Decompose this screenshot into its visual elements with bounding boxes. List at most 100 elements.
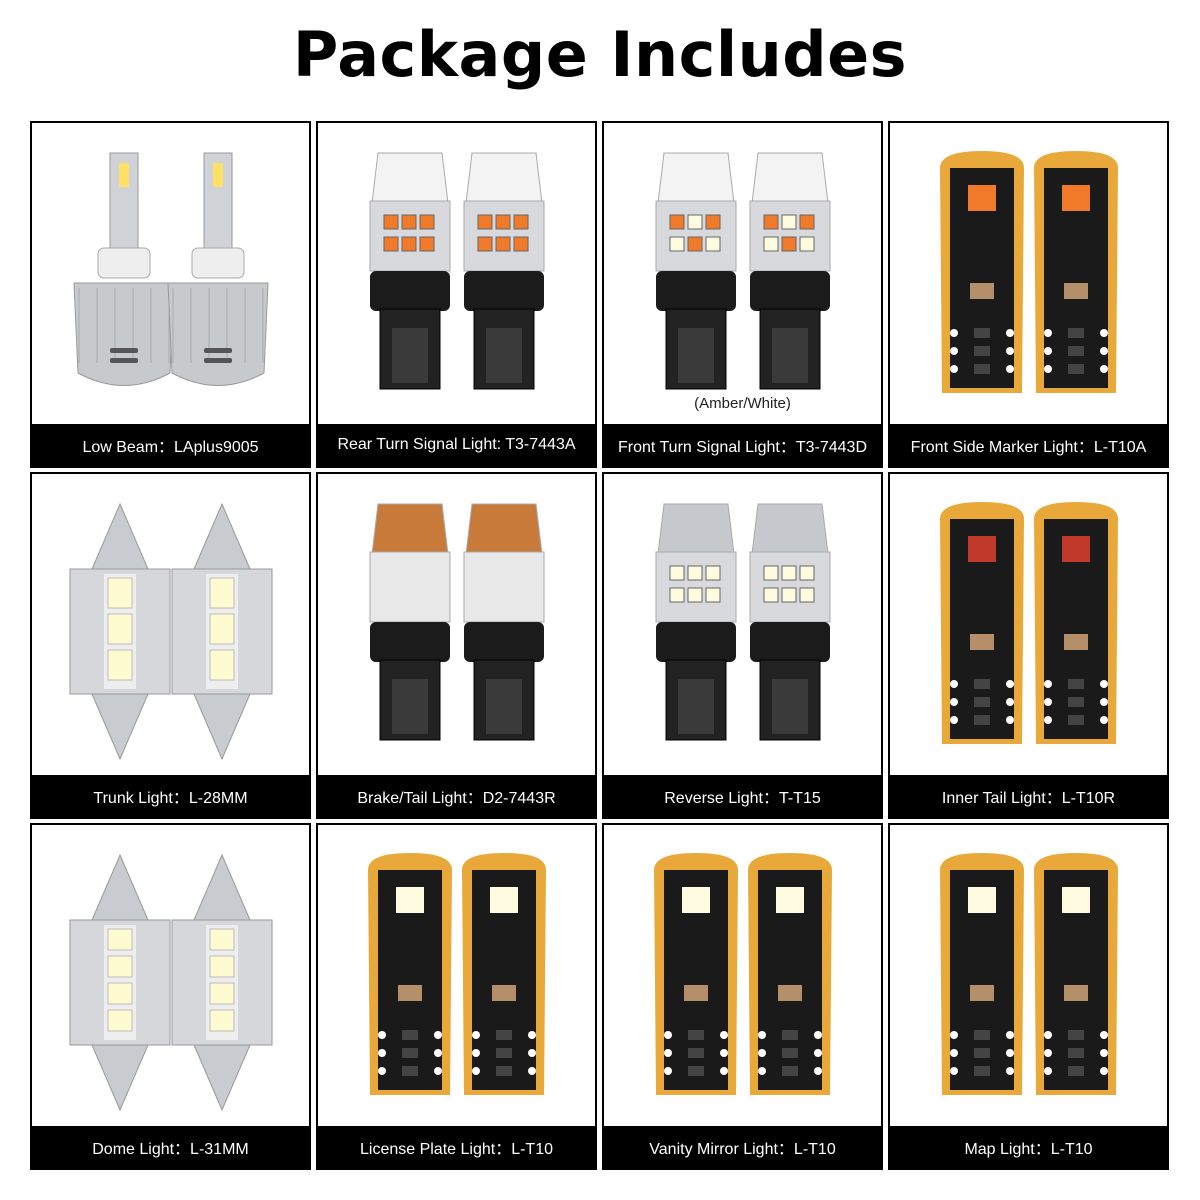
pad	[950, 329, 958, 337]
pad	[1006, 1049, 1014, 1057]
bulb-top	[465, 152, 543, 204]
bulb-body	[369, 551, 451, 623]
led-chip	[209, 1009, 235, 1032]
pad	[1044, 680, 1052, 688]
resistor	[688, 1048, 704, 1058]
item-label: Inner Tail Light：L-T10R	[890, 775, 1167, 817]
bulb-top	[751, 503, 829, 555]
wedge-slot	[678, 679, 714, 734]
t10-bulb-amber-part	[940, 151, 1024, 393]
item-label: Dome Light：L-31MM	[32, 1126, 309, 1168]
pad	[1006, 680, 1014, 688]
page-title: Package Includes	[292, 18, 908, 91]
pad	[720, 1031, 728, 1039]
led-chip	[763, 236, 779, 252]
led-chip	[705, 214, 721, 230]
resistor	[402, 1030, 418, 1040]
bulb-pair	[69, 853, 273, 1112]
package-item: Front Side Marker Light：L-T10A	[888, 121, 1169, 468]
led-chip	[119, 163, 129, 187]
led-chip	[781, 587, 797, 603]
bulb-top	[371, 152, 449, 204]
package-item: Low Beam：LAplus9005	[30, 121, 311, 468]
pad	[664, 1031, 672, 1039]
t10-bulb-white-part	[462, 853, 546, 1095]
bulb-pair	[73, 152, 269, 386]
led-chip	[781, 565, 797, 581]
wedge-slot	[392, 679, 428, 734]
led-chip	[687, 214, 703, 230]
cap-top	[91, 502, 149, 570]
resistor	[496, 1048, 512, 1058]
pad	[950, 698, 958, 706]
wedge-slot	[486, 328, 522, 383]
headlight-bulb-part	[73, 152, 175, 386]
t10-bulb-amber-image	[940, 151, 1118, 393]
wedge-bulb-dual-image	[655, 152, 831, 390]
base	[656, 271, 736, 311]
wedge-slot	[678, 328, 714, 383]
pad	[758, 1067, 766, 1075]
led-chip	[705, 565, 721, 581]
package-item: License Plate Light：L-T10	[316, 823, 597, 1170]
bulb-pair	[940, 853, 1118, 1095]
t10-bulb-red-part	[940, 502, 1024, 744]
resistor	[1068, 715, 1084, 725]
item-label: Trunk Light：L-28MM	[32, 775, 309, 817]
resistor	[1068, 1066, 1084, 1076]
t10-bulb-white-part	[368, 853, 452, 1095]
pad	[434, 1031, 442, 1039]
resistor	[1068, 679, 1084, 689]
pad	[1044, 329, 1052, 337]
pad	[1044, 347, 1052, 355]
pad	[1100, 680, 1108, 688]
pad	[1006, 698, 1014, 706]
brake-bulb-image	[369, 503, 545, 741]
led-chip	[107, 613, 133, 645]
pad	[1006, 329, 1014, 337]
component	[970, 985, 994, 1001]
t10-bulb-white-image	[368, 853, 546, 1095]
pad	[1044, 716, 1052, 724]
package-item: Vanity Mirror Light：L-T10	[602, 823, 883, 1170]
pad	[1006, 716, 1014, 724]
component	[492, 985, 516, 1001]
bulb-body	[749, 200, 831, 272]
resistor	[974, 697, 990, 707]
package-item: Rear Turn Signal Light: T3-7443A	[316, 121, 597, 468]
festoon-bulb-3-image	[69, 502, 273, 761]
cap-bottom	[193, 1044, 251, 1112]
pad	[1006, 347, 1014, 355]
collar	[97, 247, 151, 279]
led-chip	[968, 536, 996, 562]
t10-bulb-white-part	[940, 853, 1024, 1095]
reverse-bulb-part	[655, 503, 737, 741]
led-chip	[401, 214, 417, 230]
slot	[110, 348, 138, 353]
bulb-pair	[369, 503, 545, 741]
resistor	[1068, 328, 1084, 338]
resistor	[974, 346, 990, 356]
pad	[378, 1031, 386, 1039]
led-chip	[687, 565, 703, 581]
led-chip	[107, 928, 133, 951]
pad	[664, 1049, 672, 1057]
bulb-pair	[655, 152, 831, 390]
led-chip	[419, 214, 435, 230]
headlight-bulb-image	[73, 152, 269, 386]
resistor	[688, 1030, 704, 1040]
led-chip	[1062, 887, 1090, 913]
t10-bulb-red-image	[940, 502, 1118, 744]
cap-top	[193, 502, 251, 570]
base	[750, 271, 830, 311]
led-chip	[477, 214, 493, 230]
led-chip	[209, 955, 235, 978]
resistor	[782, 1066, 798, 1076]
t10-bulb-white-image	[654, 853, 832, 1095]
component	[970, 634, 994, 650]
pad	[950, 1049, 958, 1057]
pad	[1100, 329, 1108, 337]
heat-sink	[73, 282, 175, 386]
t10-bulb-amber-part	[1034, 151, 1118, 393]
led-chip	[763, 587, 779, 603]
